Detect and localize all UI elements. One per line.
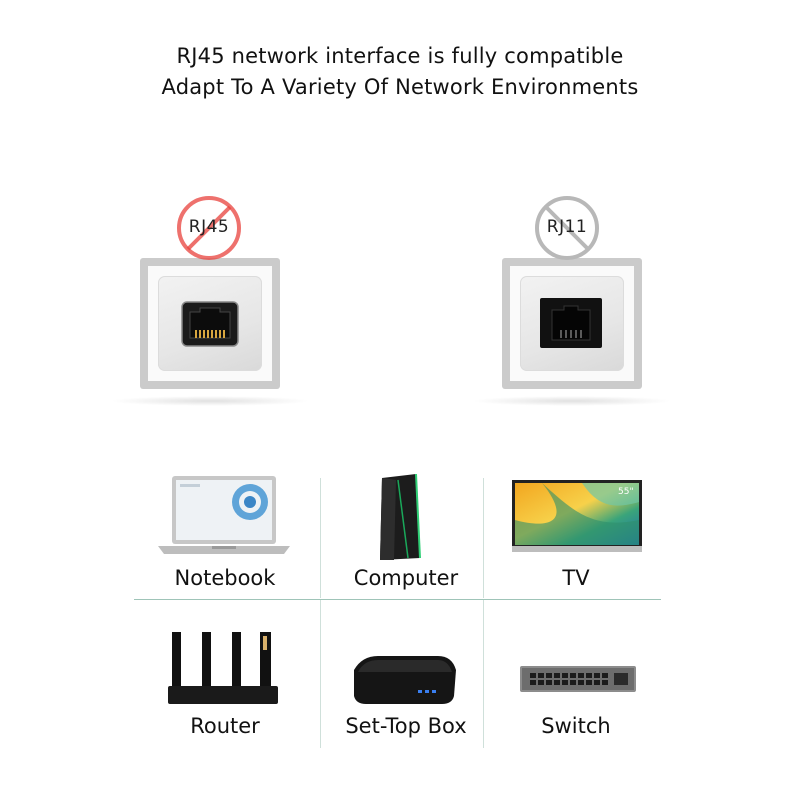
prohibit-sign-icon [177,196,241,260]
grid-divider-vertical [320,600,321,748]
rj11-port-panel [472,258,672,406]
prohibit-sign-icon [535,196,599,260]
rj11-badge-label: RJ11 [546,217,588,237]
device-label-router: Router [190,714,260,738]
grid-divider-vertical [483,600,484,748]
rj45-prohibit-badge: RJ45 [174,193,244,263]
router-icon [168,632,278,704]
rj45-badge-label: RJ45 [188,217,230,237]
set-top-box-icon [354,656,456,704]
computer-tower-icon [380,474,421,560]
device-label-computer: Computer [353,566,459,590]
grid-divider-vertical [320,478,321,598]
network-switch-icon [520,666,636,692]
rj45-port-panel [110,258,310,406]
device-label-notebook: Notebook [174,566,276,590]
ethernet-jack-icon [181,301,239,347]
device-label-set-top-box: Set-Top Box [345,714,467,738]
rj11-prohibit-badge: RJ11 [532,193,602,263]
grid-divider-horizontal [134,599,661,600]
grid-divider-vertical [483,478,484,598]
notebook-icon [158,476,290,554]
tv-icon: 55" [512,480,642,552]
headline-line-2: Adapt To A Variety Of Network Environmen… [161,75,639,99]
tv-size-badge: 55" [618,487,634,497]
phone-jack-icon [540,298,602,348]
headline-line-1: RJ45 network interface is fully compatib… [176,44,624,68]
device-label-tv: TV [562,566,590,590]
device-label-switch: Switch [541,714,611,738]
